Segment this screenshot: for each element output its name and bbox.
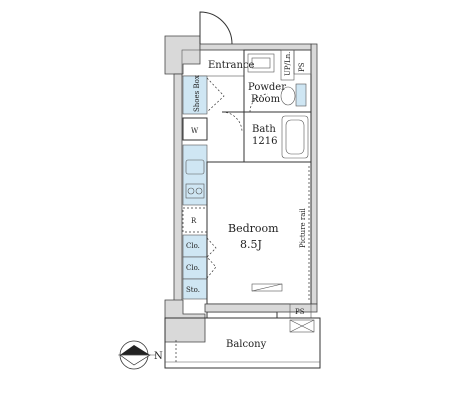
balcony-label: Balcony	[226, 339, 267, 350]
ps-top-shaft	[293, 49, 312, 75]
powder-room-label-2: Room	[251, 94, 281, 105]
left-wall	[173, 73, 183, 305]
air-conditioner	[251, 283, 283, 292]
entrance-label: Entrance	[208, 60, 255, 71]
washer-space	[182, 117, 208, 141]
bottom-wall	[204, 303, 318, 313]
washbasin	[247, 53, 275, 73]
right-wall	[310, 43, 318, 305]
ps-bottom-label: PS	[295, 308, 305, 316]
bathtub-inner	[285, 119, 305, 155]
entrance-door	[199, 11, 233, 45]
compass-needle-icon	[120, 345, 150, 355]
bathtub	[281, 115, 309, 159]
closet-2-label: Clo.	[186, 264, 200, 272]
stove	[185, 183, 205, 199]
washbasin-inner	[251, 57, 271, 69]
refrigerator-label: R	[191, 217, 197, 225]
ps-top-label: PS	[298, 62, 306, 72]
washer-label: W	[191, 127, 199, 135]
burner-1	[187, 187, 195, 195]
closet-1-label: Clo.	[186, 242, 200, 250]
up-ln-label: UP/Ln.	[284, 52, 292, 76]
burner-2	[195, 187, 203, 195]
bath-size-label: 1216	[252, 136, 277, 147]
bottom-left-column-wall	[164, 299, 206, 343]
outdoor-unit-mark-2	[289, 319, 315, 333]
toilet	[280, 86, 296, 106]
outdoor-unit	[289, 319, 315, 333]
shoes-box	[182, 75, 208, 115]
closet-doors	[206, 237, 217, 279]
kitchen-sink	[185, 159, 205, 175]
balcony-window	[206, 311, 278, 319]
hall-door-swing	[221, 111, 243, 133]
compass-north-label: N	[154, 351, 163, 362]
shoes-box-label: Shoes Box	[193, 75, 201, 112]
picture-rail-label: Picture rail	[299, 207, 307, 248]
powder-room-label-1: Powder	[248, 82, 286, 93]
toilet-tank	[295, 83, 307, 107]
compass: N	[118, 340, 163, 370]
top-wall	[199, 43, 312, 51]
shoes-box-door	[206, 77, 225, 113]
powder-room-door	[249, 93, 269, 113]
bedroom-label: Bedroom	[228, 222, 279, 235]
air-conditioner-mark	[251, 283, 283, 292]
kitchen-counter	[182, 144, 208, 206]
storage-label: Sto.	[186, 286, 200, 294]
left-column-wall	[164, 35, 201, 75]
balcony	[164, 317, 321, 369]
bath-label: Bath	[252, 124, 276, 135]
bedroom-size-label: 8.5J	[240, 238, 262, 251]
